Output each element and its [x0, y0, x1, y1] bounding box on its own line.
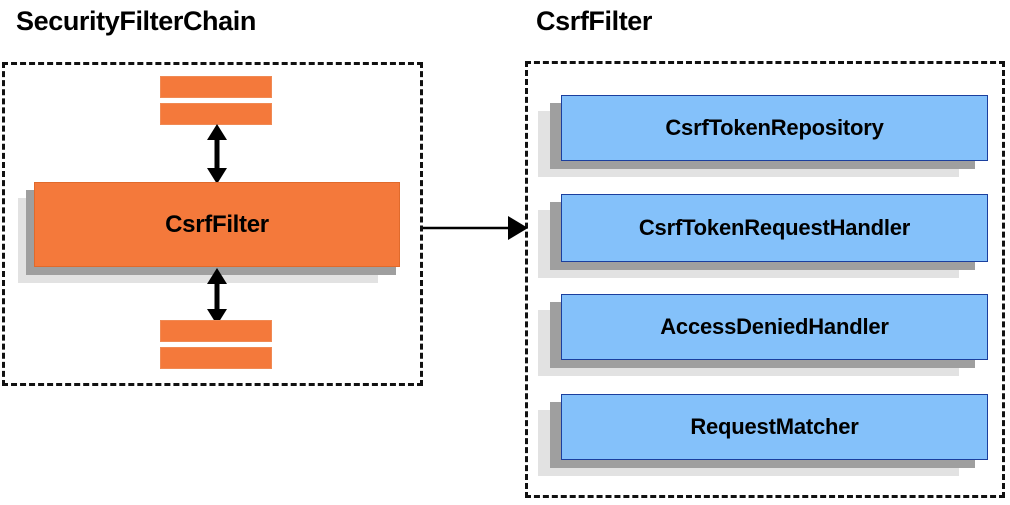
collaborator-box-csrf-token-request-handler[interactable]: CsrfTokenRequestHandler: [538, 194, 1004, 286]
double-arrow-bottom: [207, 268, 227, 325]
connector-arrow-csrf-filter: [423, 216, 528, 240]
panel-csrf-filter: [525, 61, 1005, 498]
csrf-filter-box-label-wrap: CsrfFilter: [34, 182, 400, 267]
collaborator-box-access-denied-handler[interactable]: AccessDeniedHandler: [538, 294, 1004, 384]
collaborator-label-wrap: RequestMatcher: [561, 394, 988, 460]
collaborator-label: CsrfTokenRequestHandler: [638, 215, 911, 240]
collaborator-box-csrf-token-repository[interactable]: CsrfTokenRepository: [538, 95, 1004, 185]
collaborator-label-wrap: CsrfTokenRequestHandler: [561, 194, 988, 262]
collaborator-label: CsrfTokenRepository: [665, 115, 884, 140]
collaborator-label: RequestMatcher: [690, 414, 859, 439]
filter-bar-bottom-1: [160, 320, 272, 342]
panel-security-filter-chain: [2, 62, 423, 386]
panel-title-security-filter-chain: SecurityFilterChain: [16, 6, 256, 36]
filter-bar-top-2: [160, 103, 272, 125]
csrf-filter-box-label: CsrfFilter: [165, 210, 269, 238]
double-arrow-top: [207, 124, 227, 184]
csrf-filter-box[interactable]: CsrfFilter: [18, 182, 418, 292]
panel-title-csrf-filter: CsrfFilter: [536, 6, 653, 36]
filter-bar-top-1: [160, 76, 272, 98]
collaborator-label-wrap: AccessDeniedHandler: [561, 294, 988, 360]
collaborator-box-request-matcher[interactable]: RequestMatcher: [538, 394, 1004, 484]
filter-bar-bottom-2: [160, 347, 272, 369]
collaborator-label: AccessDeniedHandler: [660, 314, 889, 339]
collaborator-label-wrap: CsrfTokenRepository: [561, 95, 988, 161]
